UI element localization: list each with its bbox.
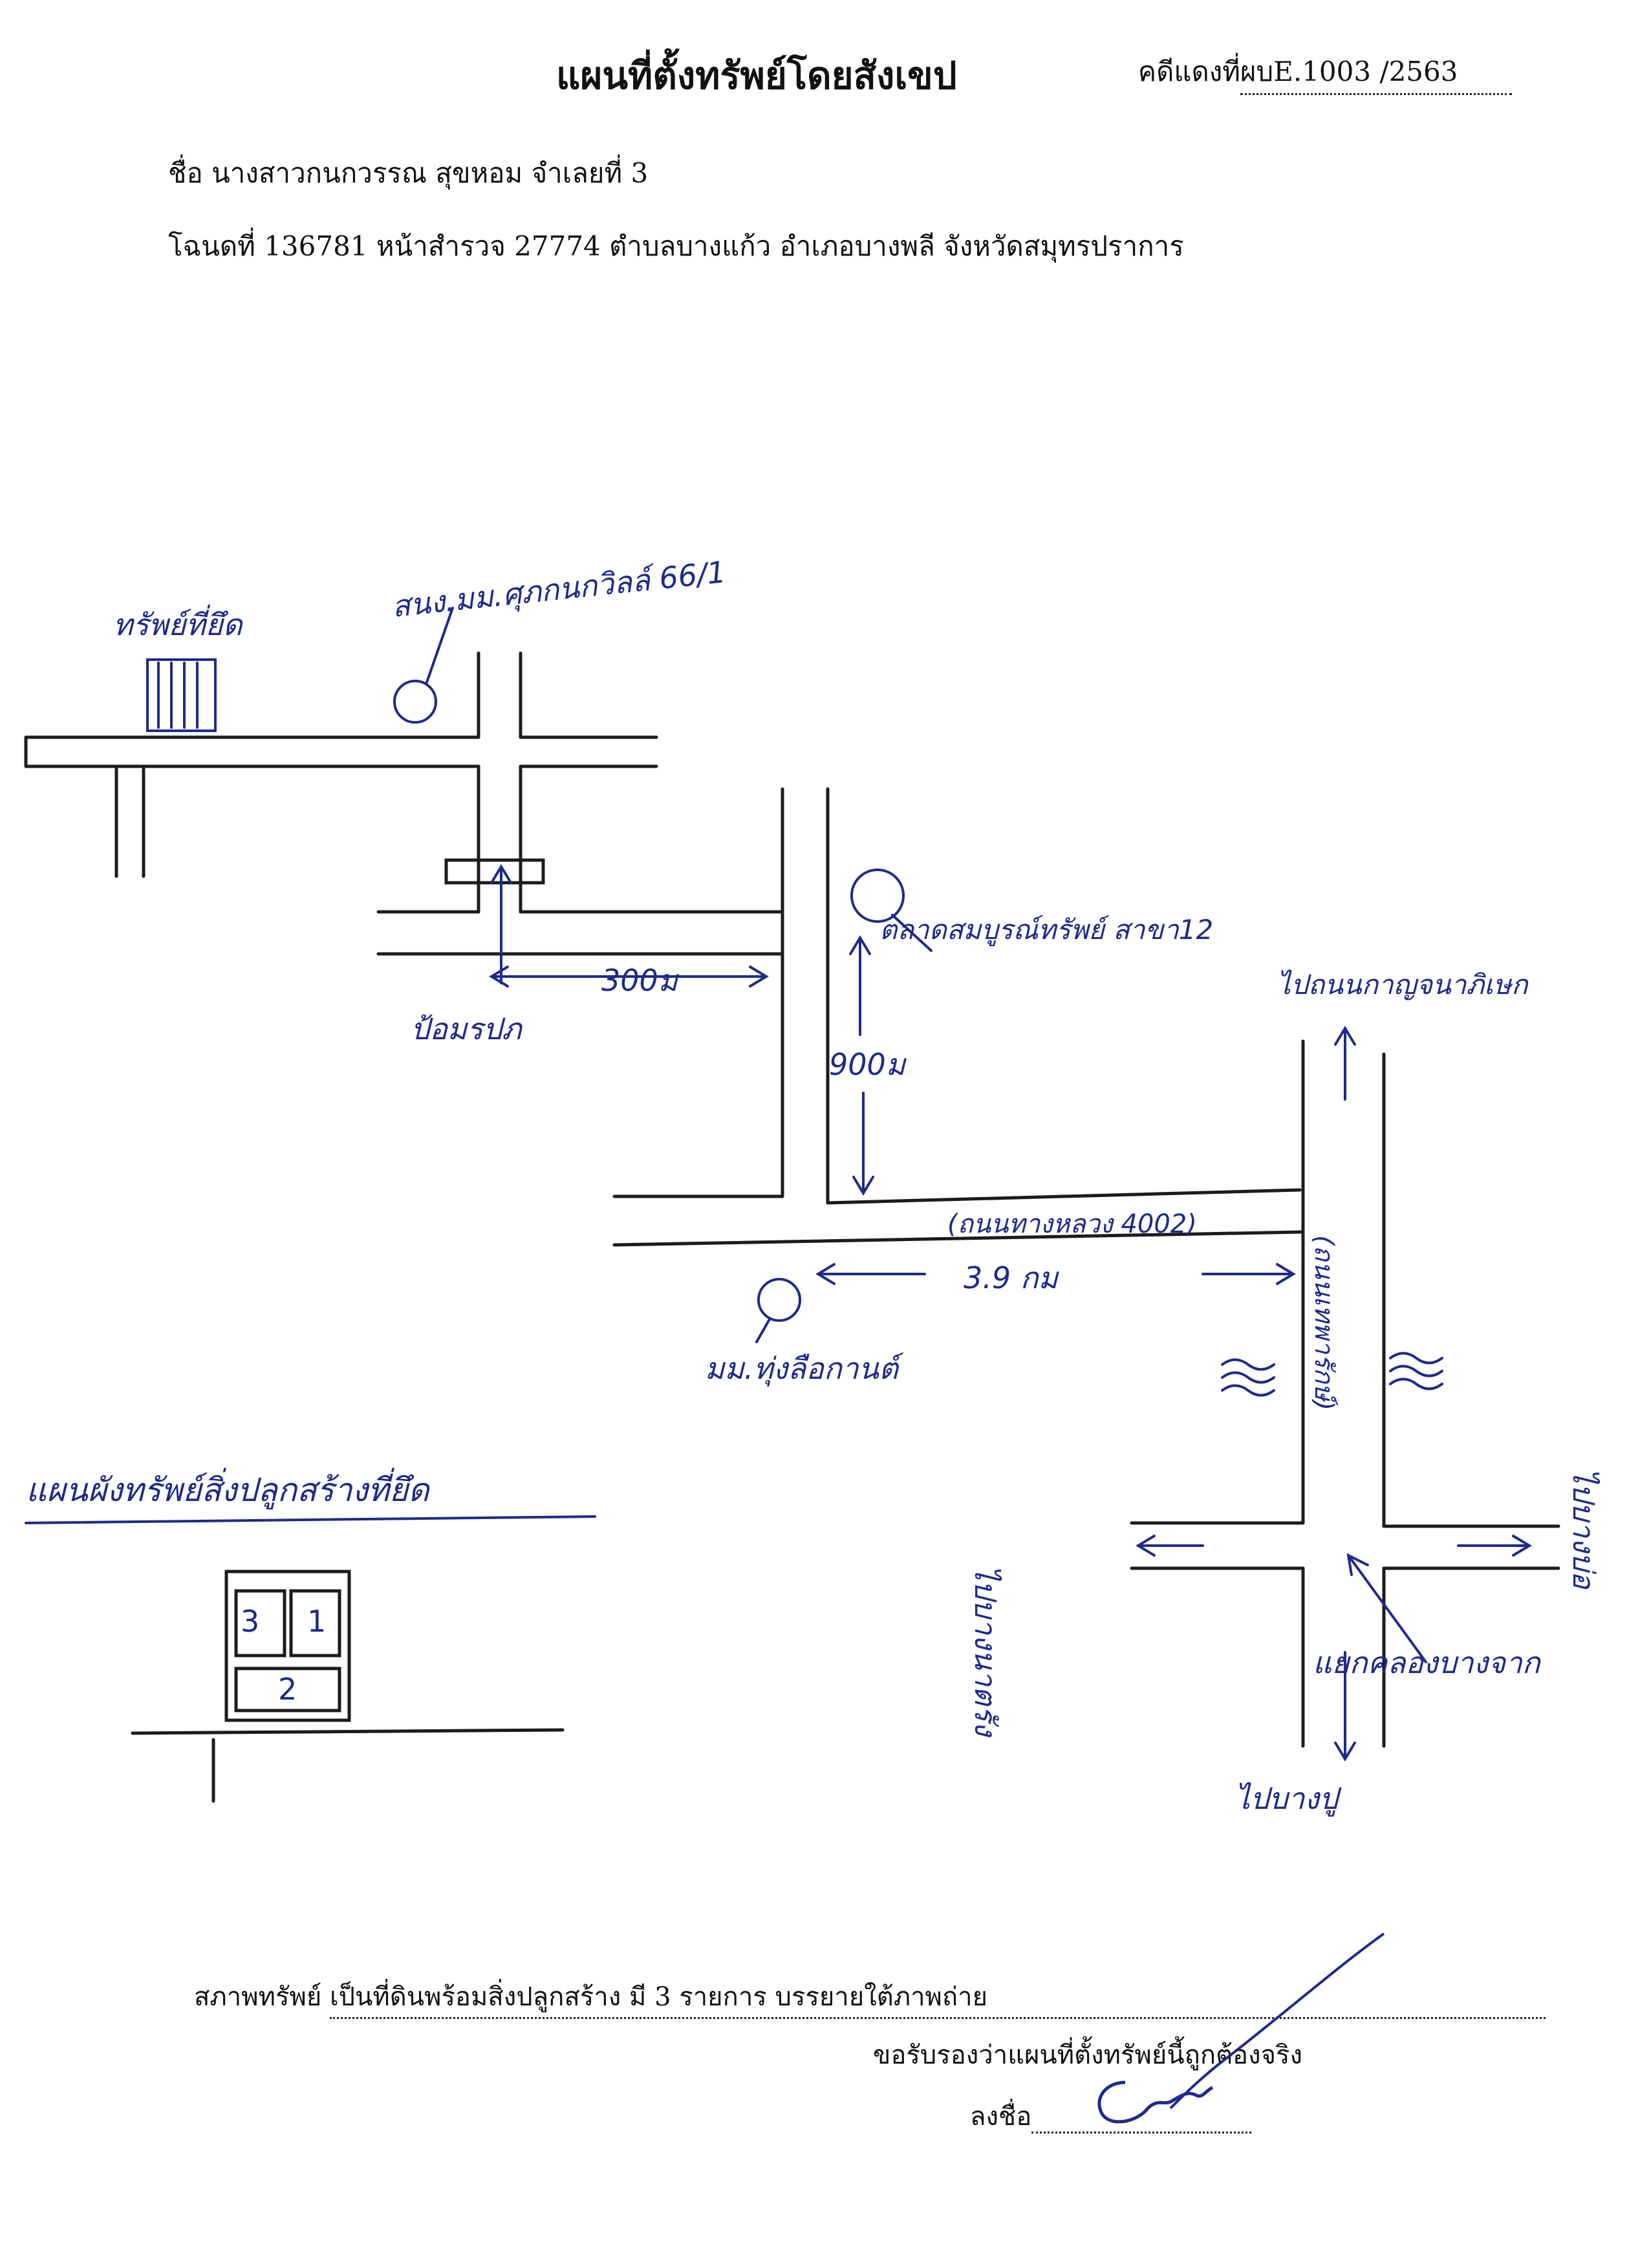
property-hatch [157, 662, 199, 729]
soi-south [477, 764, 523, 914]
condition-line: สภาพทรัพย์ เป็นที่ดินพร้อมสิ่งปลูกสร้าง … [194, 1976, 1546, 2019]
to-west-label: ไปบางนาตรัง [968, 1565, 1003, 1736]
market-label: ตลาดสมบูรณ์ทรัพย์ สาขา12 [879, 914, 1214, 945]
west-arrow [1136, 1535, 1204, 1557]
market-marker [850, 869, 905, 923]
checkpoint-label: ป้อมรปภ [411, 1011, 522, 1046]
distance-39-label: 3.9 กม [964, 1260, 1058, 1295]
page-title: แผนที่ตั้งทรัพย์โดยสังเขป [556, 54, 957, 98]
distance-900-label: 900ม [829, 1047, 906, 1082]
plan-title-underline [25, 1515, 596, 1524]
highway-south-edge [612, 1230, 1305, 1247]
vertical-road-label: (ถนนเทพารักษ์) [1309, 1235, 1339, 1411]
dist-900-arrow [849, 935, 874, 1196]
east-arrow [1457, 1535, 1532, 1557]
sign-line: ลงชื่อ [970, 2095, 1252, 2137]
checkpoint-arrow [490, 864, 512, 984]
bridge-west-icon [1221, 1358, 1275, 1397]
highway-label: (ถนนทางหลวง 4002) [947, 1209, 1197, 1239]
deed-line: โฉนดที่ 136781 หน้าสำรวจ 27774 ตำบลบางแก… [168, 230, 1184, 262]
intersection-arrow [1346, 1553, 1427, 1663]
to-north-label: ไปถนนกาญจนาภิเษก [1277, 969, 1528, 1000]
cross-road-east [1382, 1524, 1560, 1570]
south-arrow [1334, 1651, 1356, 1762]
village-marker [757, 1278, 801, 1322]
cross-road-west [1130, 1521, 1305, 1570]
signature-blank [1031, 2102, 1252, 2133]
case-number: ผบE.1003 /2563 [1240, 50, 1512, 95]
sign-label: ลงชื่อ [970, 2102, 1032, 2132]
plan-unit-1 [289, 1589, 341, 1658]
condition-label: สภาพทรัพย์ [194, 1982, 322, 2012]
distance-300-label: 300ม [601, 963, 678, 998]
property-label: ทรัพย์ที่ยึด [113, 607, 242, 642]
theparak-road [1301, 1039, 1386, 1528]
to-east-label: ไปบางบ่อ [1566, 1468, 1601, 1589]
market-lane [781, 787, 830, 1205]
layout-plan-title: แผนผังทรัพย์สิ่งปลูกสร้างที่ยึด [26, 1471, 429, 1509]
condition-text: เป็นที่ดินพร้อมสิ่งปลูกสร้าง มี 3 รายการ… [329, 1976, 1546, 2019]
soi-north [477, 651, 523, 739]
unit-3-number: 3 [241, 1604, 260, 1639]
property-marker [146, 658, 217, 732]
theparak-road-south [1301, 1566, 1386, 1748]
dist-300-arrow [489, 966, 769, 988]
market-leader [891, 914, 932, 952]
dist-39-arrow [815, 1263, 1296, 1285]
bridge-east-icon [1389, 1352, 1443, 1390]
left-branch-road [114, 764, 146, 878]
owner-line: ชื่อ นางสาวกนกวรรณ สุขหอม จำเลยที่ 3 [168, 157, 649, 189]
plan-unit-3 [234, 1589, 286, 1658]
office-leader [426, 607, 454, 684]
case-reference: คดีแดงที่ผบE.1003 /2563 [1138, 50, 1512, 95]
highway-north-edge [612, 1188, 1302, 1205]
checkpoint-box [444, 858, 545, 885]
plan-outer-box [224, 1570, 351, 1722]
signature-image [1097, 1932, 1385, 2124]
plan-unit-2 [234, 1667, 341, 1712]
north-arrow [1334, 1026, 1356, 1101]
top-road [24, 735, 480, 768]
unit-1-number: 1 [307, 1604, 327, 1639]
office-marker [393, 680, 437, 724]
village-label: มม.ทุ่งลือกานต์ [705, 1351, 898, 1386]
village-leader [755, 1318, 771, 1343]
intersection-label: แยกคลองบางจาก [1313, 1645, 1540, 1680]
plan-road [131, 1728, 565, 1803]
case-label: คดีแดงที่ [1138, 56, 1240, 87]
to-south-label: ไปบางปู [1235, 1781, 1339, 1816]
unit-2-number: 2 [278, 1672, 297, 1707]
top-road-east [519, 735, 658, 768]
